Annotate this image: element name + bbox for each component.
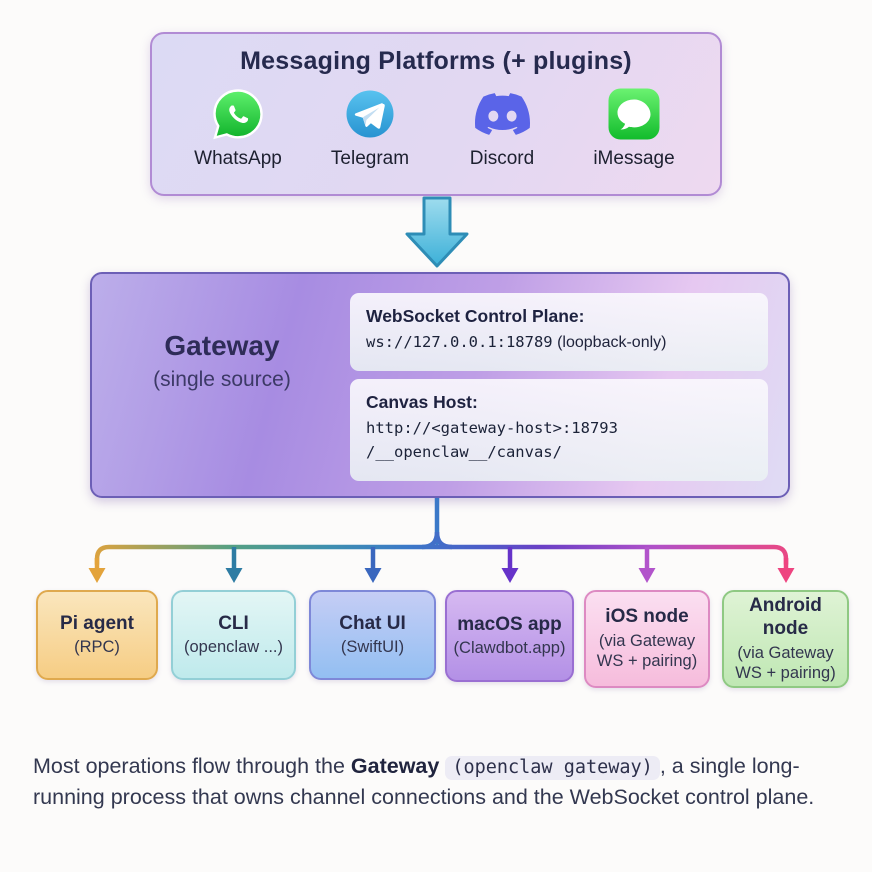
caption: Most operations flow through the Gateway…: [33, 751, 847, 815]
caption-post: , a single long-running process that own…: [33, 753, 815, 810]
canvas-panel-label: Canvas Host:: [366, 392, 478, 412]
whatsapp-icon: [189, 87, 287, 141]
gateway-title: Gateway: [164, 330, 280, 361]
node-subtitle: (RPC): [74, 638, 120, 657]
trunk-split-fillet: [421, 531, 453, 550]
arrowhead-android: [777, 568, 795, 583]
caption-pre: Most operations flow through the: [33, 753, 351, 778]
platform-telegram: Telegram: [321, 87, 419, 170]
platform-label-whatsapp: WhatsApp: [194, 148, 282, 169]
node-title: CLI: [218, 612, 249, 634]
arrowhead-chatui: [364, 568, 382, 583]
telegram-icon: [321, 87, 419, 141]
imessage-icon: [585, 87, 683, 141]
caption-gateway-bold: Gateway: [350, 753, 440, 778]
node-subtitle: (via Gateway WS + pairing): [735, 643, 836, 682]
arrowhead-pi: [88, 568, 106, 583]
node-chat-ui: Chat UI (SwiftUI): [309, 590, 436, 680]
node-title: Android node: [749, 595, 822, 639]
panel-canvas-host: Canvas Host: http://<gateway-host>:18793…: [350, 379, 768, 481]
websocket-url: ws://127.0.0.1:18789: [366, 333, 553, 351]
node-subtitle: (Clawdbot.app): [453, 639, 566, 658]
loopback-note: (loopback-only): [557, 334, 667, 351]
gateway-subtitle: (single source): [153, 368, 291, 391]
platform-whatsapp: WhatsApp: [189, 87, 287, 170]
node-android-node: Android node (via Gateway WS + pairing): [722, 590, 849, 688]
arrowhead-macos: [501, 568, 519, 583]
connector-tree: [88, 498, 795, 583]
node-macos-app: macOS app (Clawdbot.app): [445, 590, 574, 682]
node-title: Chat UI: [339, 612, 406, 634]
arrowhead-cli: [225, 568, 243, 583]
canvas-url-line1: http://<gateway-host>:18793: [366, 419, 618, 437]
arrowhead-ios: [638, 568, 656, 583]
node-subtitle: (SwiftUI): [340, 638, 405, 657]
platform-label-discord: Discord: [469, 148, 535, 169]
down-arrow-icon: [405, 196, 469, 268]
caption-code-chip: (openclaw gateway): [445, 755, 660, 780]
platform-imessage: iMessage: [585, 87, 683, 170]
branch-horizontal-line: [94, 544, 789, 567]
platform-discord: Discord: [453, 87, 551, 170]
node-title: iOS node: [605, 606, 689, 628]
node-title: macOS app: [457, 613, 562, 635]
messaging-platforms-box: Messaging Platforms (+ plugins) WhatsApp: [150, 32, 722, 196]
gateway-box: Gateway (single source) WebSocket Contro…: [90, 272, 790, 498]
panel-websocket-control-plane: WebSocket Control Plane: ws://127.0.0.1:…: [350, 293, 768, 371]
platform-label-imessage: iMessage: [593, 148, 675, 169]
websocket-panel-label: WebSocket Control Plane:: [366, 306, 585, 326]
node-subtitle: (openclaw ...): [183, 638, 284, 657]
node-ios-node: iOS node (via Gateway WS + pairing): [584, 590, 710, 688]
node-pi-agent: Pi agent (RPC): [36, 590, 158, 680]
node-subtitle: (via Gateway WS + pairing): [596, 632, 698, 671]
node-title: Pi agent: [60, 612, 134, 634]
discord-icon: [453, 87, 551, 141]
websocket-panel-value: ws://127.0.0.1:18789 (loopback-only): [366, 333, 752, 352]
gateway-label: Gateway (single source): [102, 330, 342, 392]
platform-row: WhatsApp Telegram: [152, 87, 720, 170]
node-cli: CLI (openclaw ...): [171, 590, 296, 680]
canvas-url-line2: /__openclaw__/canvas/: [366, 443, 562, 461]
messaging-platforms-title: Messaging Platforms (+ plugins): [240, 47, 632, 75]
platform-label-telegram: Telegram: [330, 148, 410, 169]
